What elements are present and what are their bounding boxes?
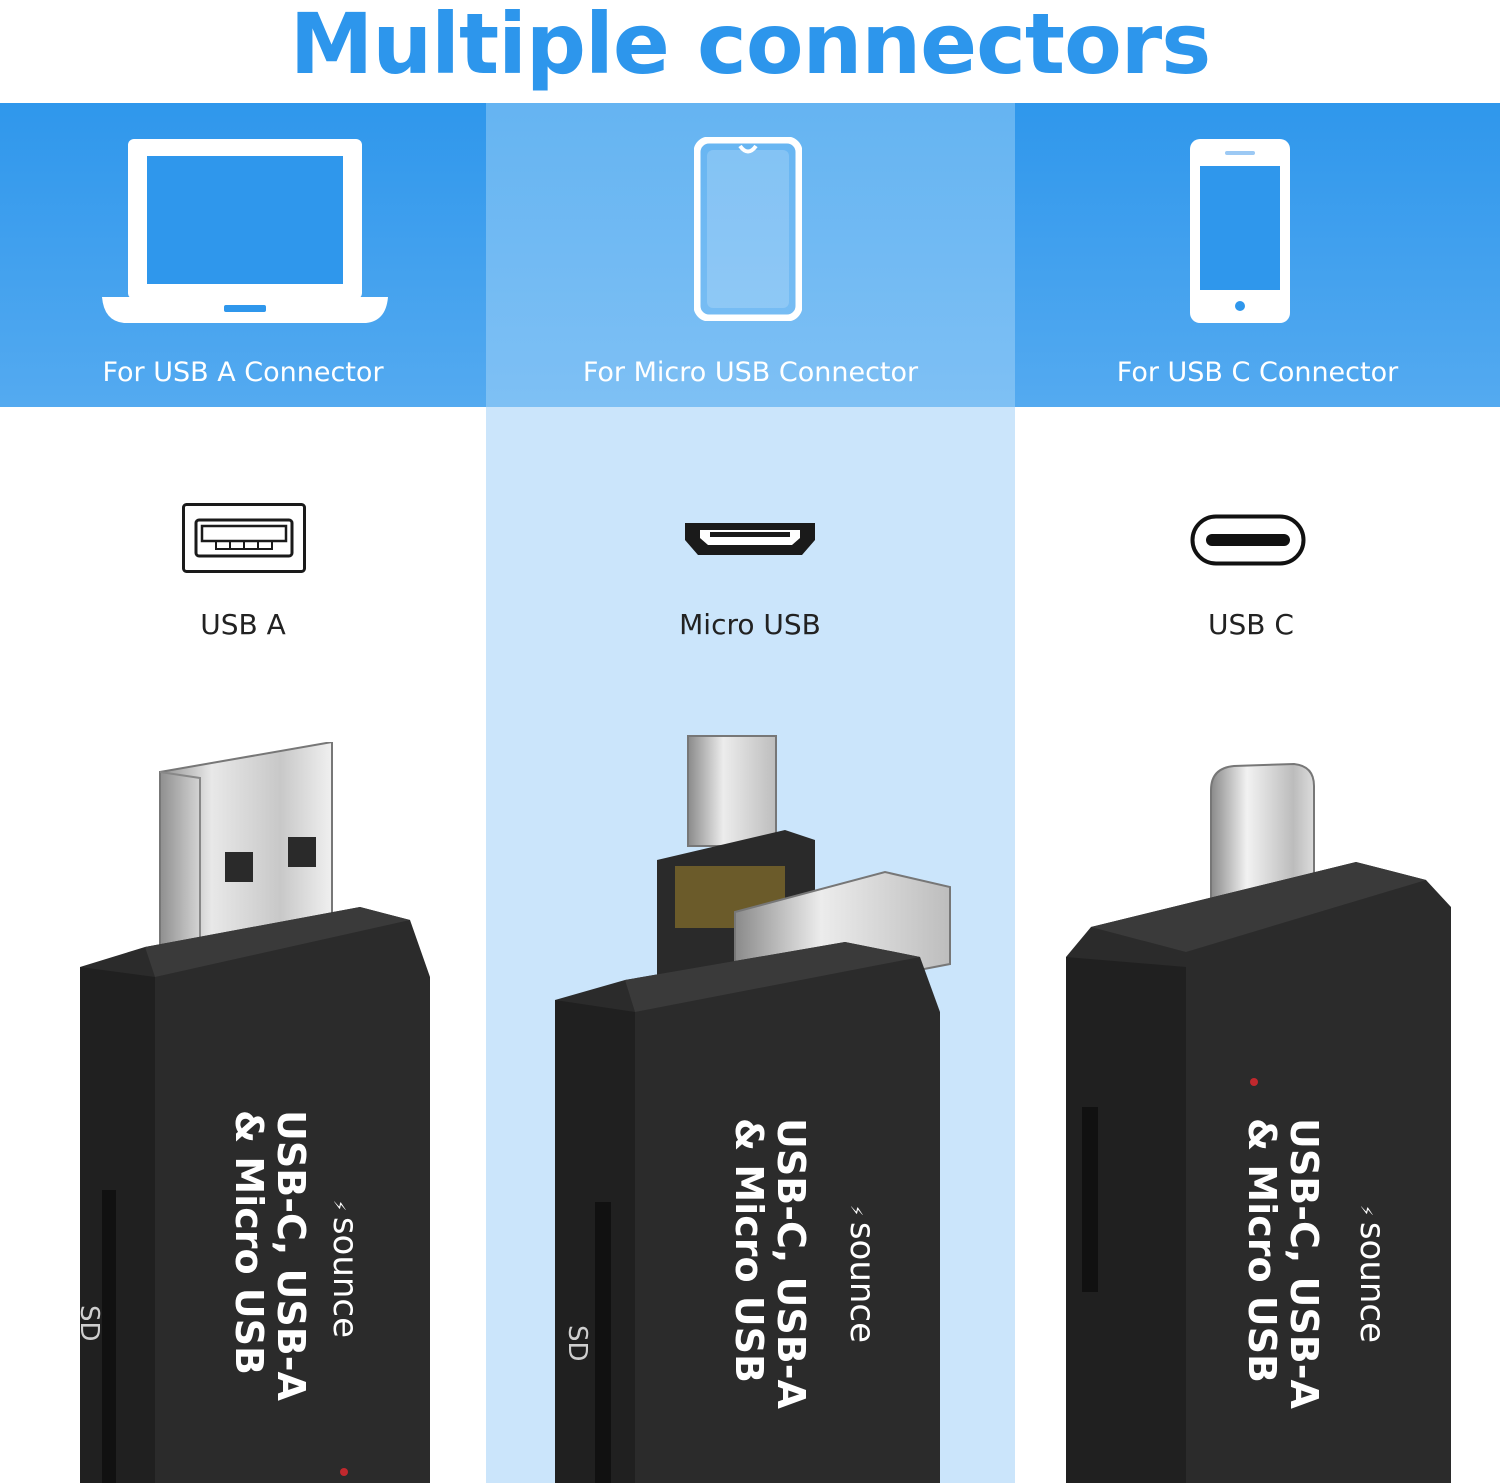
- micro-usb-port-label: Micro USB: [679, 608, 821, 641]
- usb-a-reader-model-text: USB-C, USB-A& Micro USB: [227, 1110, 313, 1401]
- micro-usb-port-icon: [685, 523, 815, 555]
- usb-a-card-reader-image: [80, 742, 430, 1483]
- iphone-icon: [1190, 139, 1290, 323]
- micro-usb-device-panel: For Micro USB Connector: [486, 103, 1015, 407]
- usb-c-device-panel: For USB C Connector: [1015, 103, 1500, 407]
- micro-usb-card-reader-image: [555, 735, 951, 1483]
- usb-c-reader-model-text: USB-C, USB-A& Micro USB: [1240, 1118, 1326, 1409]
- micro-usb-sd-slot-label: SD: [562, 1325, 592, 1362]
- usb-a-port-icon: [182, 503, 306, 573]
- usb-a-device-panel: For USB A Connector: [0, 103, 486, 407]
- laptop-icon: [102, 139, 388, 323]
- android-phone-icon: [694, 137, 802, 321]
- micro-usb-device-label: For Micro USB Connector: [582, 357, 919, 388]
- usb-a-port-label: USB A: [200, 608, 286, 641]
- page-title: Multiple connectors: [289, 0, 1211, 93]
- micro-usb-reader-model-text: USB-C, USB-A& Micro USB: [727, 1118, 813, 1409]
- usb-c-port-icon: [1190, 514, 1306, 566]
- usb-a-reader-brand: ⚡ sounce: [325, 1200, 365, 1339]
- usb-c-reader-brand: ⚡ sounce: [1352, 1205, 1392, 1344]
- usb-a-sd-slot-label: SD: [74, 1305, 104, 1342]
- usb-c-port-label: USB C: [1208, 608, 1294, 641]
- micro-usb-reader-brand: ⚡ sounce: [842, 1205, 882, 1344]
- usb-c-card-reader-image: [1066, 762, 1451, 1483]
- usb-c-device-label: For USB C Connector: [1116, 357, 1399, 388]
- usb-a-device-label: For USB A Connector: [102, 357, 384, 388]
